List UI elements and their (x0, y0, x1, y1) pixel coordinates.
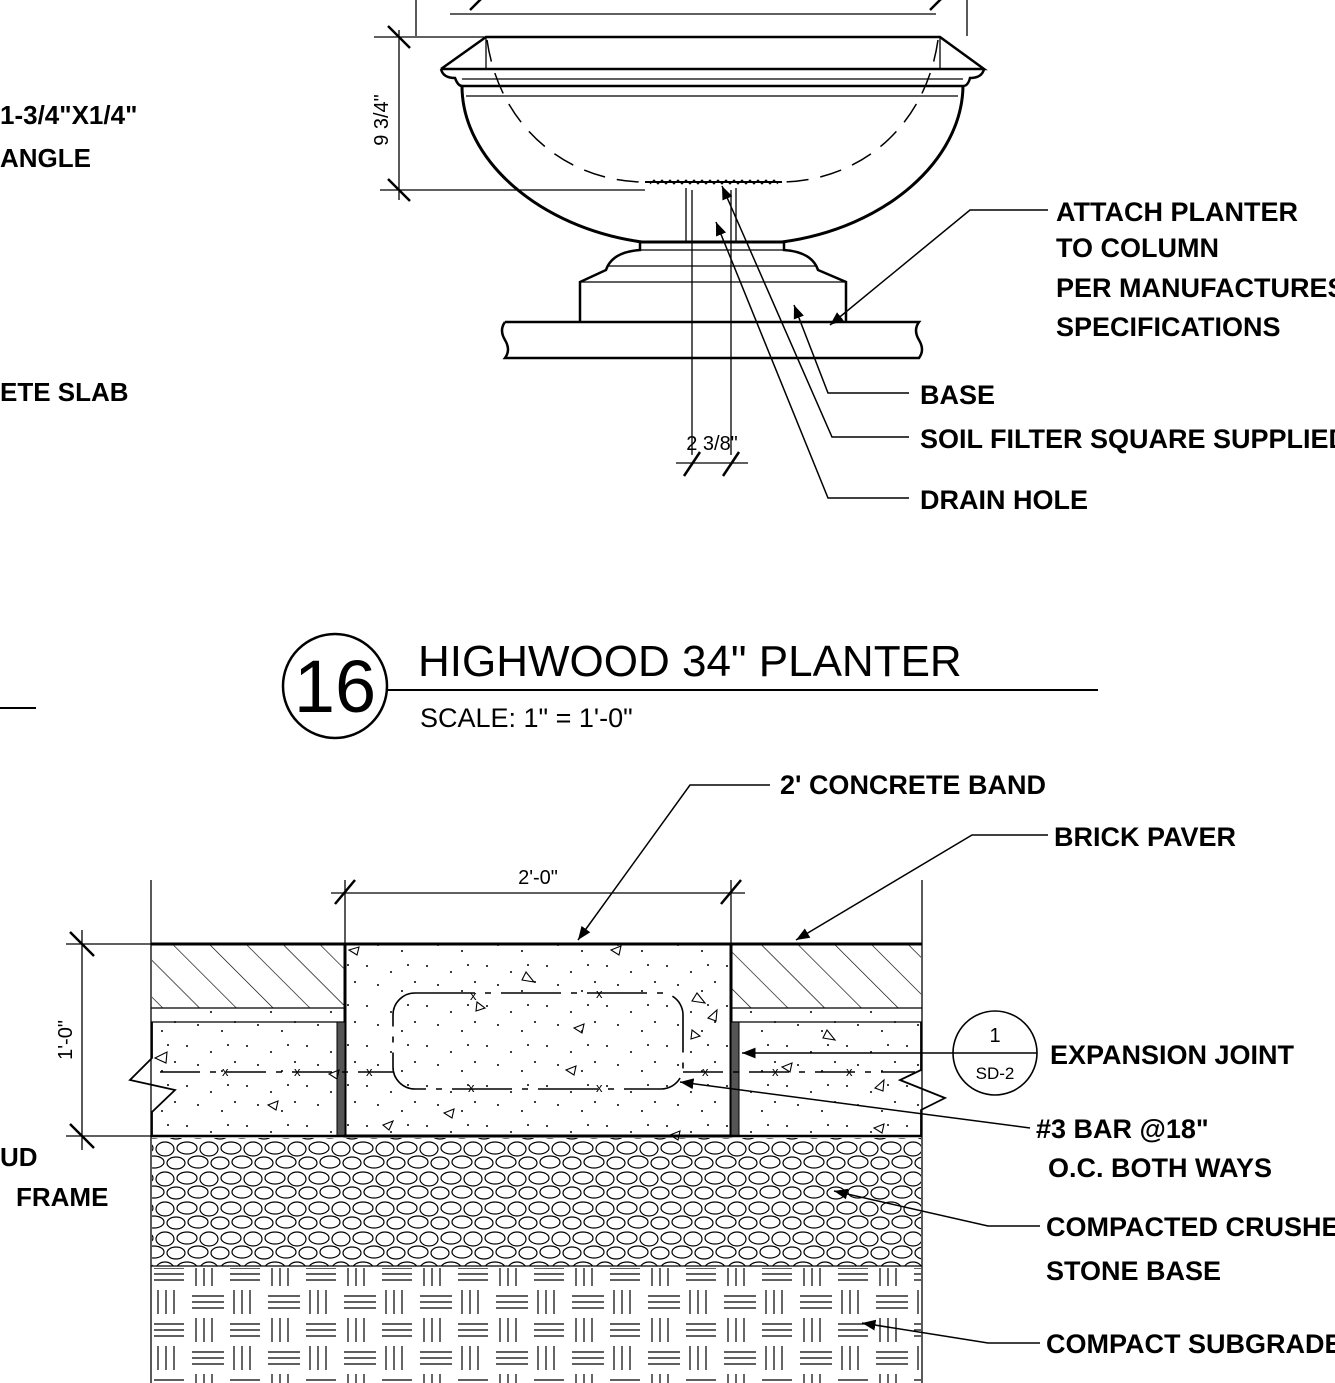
callout-crushed-stone: COMPACTED CRUSHED (1046, 1212, 1335, 1242)
svg-text:x: x (846, 1064, 853, 1079)
svg-text:x: x (772, 1064, 779, 1079)
callout-stone-base: STONE BASE (1046, 1256, 1221, 1286)
callout-base: BASE (920, 380, 995, 410)
cut-label-slab: ETE SLAB (0, 377, 129, 407)
callout-expansion-joint: EXPANSION JOINT (1050, 1040, 1295, 1070)
svg-text:x: x (366, 1064, 373, 1079)
callout-concrete-band: 2' CONCRETE BAND (780, 770, 1046, 800)
cut-label-frame: FRAME (16, 1182, 108, 1212)
detail-number: 16 (294, 645, 376, 728)
callout-drain-hole: DRAIN HOLE (920, 485, 1088, 515)
rebar-markers: x x x x x x x x x x (222, 986, 853, 1095)
dim-width: 2'-0" (518, 867, 558, 889)
svg-text:x: x (468, 1080, 475, 1095)
cut-label-angle: ANGLE (0, 143, 91, 173)
callout-rebar-spacing: O.C. BOTH WAYS (1048, 1153, 1272, 1183)
detail-scale: SCALE: 1" = 1'-0" (420, 703, 633, 733)
callout-soil-filter: SOIL FILTER SQUARE SUPPLIED (920, 424, 1335, 454)
svg-text:x: x (294, 1064, 301, 1079)
dim-height: 9 3/4" (371, 94, 393, 146)
planter-elevation: 9 3/4" 2 3/8" ATTACH PLANTER TO COLUMN P… (0, 0, 1335, 515)
section-ref-number: 1 (989, 1025, 1000, 1047)
callout-subgrade: COMPACT SUBGRADE (1046, 1329, 1335, 1359)
callout-per-manufactures: PER MANUFACTURES (1056, 273, 1335, 303)
callout-to-column: TO COLUMN (1056, 233, 1219, 263)
svg-text:x: x (470, 988, 477, 1003)
svg-text:x: x (222, 1064, 229, 1079)
svg-text:x: x (702, 1064, 709, 1079)
svg-text:x: x (596, 1080, 603, 1095)
dim-depth: 1'-0" (55, 1020, 77, 1060)
callout-specifications: SPECIFICATIONS (1056, 312, 1281, 342)
cut-label-angle-size: 1-3/4"X1/4" (0, 100, 137, 130)
dim-stem: 2 3/8" (686, 433, 738, 455)
section-ref-sheet: SD-2 (976, 1064, 1015, 1083)
cut-label-ud: UD (0, 1142, 38, 1172)
detail-title: HIGHWOOD 34" PLANTER (418, 637, 962, 686)
svg-text:x: x (596, 986, 603, 1001)
callout-attach-planter: ATTACH PLANTER (1056, 197, 1298, 227)
detail-title-block: 16 HIGHWOOD 34" PLANTER SCALE: 1" = 1'-0… (0, 632, 1098, 740)
callout-rebar: #3 BAR @18" (1036, 1114, 1209, 1144)
callout-brick-paver: BRICK PAVER (1054, 822, 1236, 852)
concrete-band-section: x x x x x x x x x x 2'-0" 1'-0" (0, 770, 1335, 1383)
